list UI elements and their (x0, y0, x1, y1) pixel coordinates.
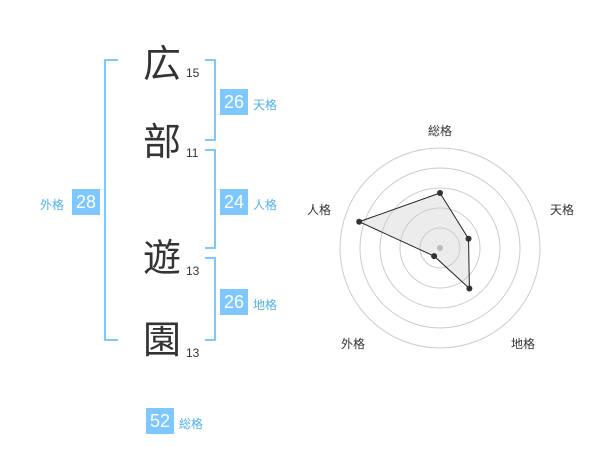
name-char-3: 遊 (142, 236, 181, 280)
gaikaku-label: 外格 (40, 198, 65, 212)
radar-point-5 (356, 218, 363, 225)
gaikaku-bracket (104, 59, 118, 341)
radar-ring (399, 207, 481, 289)
tenkaku-value: 26 (220, 89, 248, 115)
radar-point-4 (431, 253, 438, 260)
jinkaku-label: 人格 (253, 198, 278, 212)
radar-ring (339, 147, 541, 349)
soukaku-value: 52 (146, 408, 174, 434)
radar-area (357, 192, 470, 290)
radar-center (437, 245, 443, 251)
radar-axis-soukaku: 総格 (428, 124, 453, 138)
name-char-2: 部 (142, 120, 181, 164)
jinkaku-value: 24 (220, 189, 248, 215)
radar-point-3 (466, 285, 473, 292)
name-char-4: 園 (142, 318, 181, 362)
stroke-count-1: 15 (186, 66, 200, 80)
radar-ring (359, 167, 521, 329)
jinkaku-bracket (205, 149, 216, 249)
radar-ring (419, 227, 461, 269)
stroke-count-4: 13 (186, 346, 200, 360)
soukaku-label: 総格 (179, 417, 204, 431)
tenkaku-label: 天格 (253, 98, 278, 112)
tenkaku-bracket (205, 59, 216, 141)
stroke-count-2: 11 (186, 146, 199, 160)
gaikaku-value: 28 (72, 189, 100, 215)
radar-axis-jinkaku: 人格 (307, 203, 332, 217)
name-char-1: 広 (142, 42, 181, 86)
chikaku-value: 26 (220, 289, 248, 315)
chikaku-bracket (205, 257, 216, 341)
radar-point-1 (437, 190, 443, 196)
radar-axis-gaikaku: 外格 (341, 337, 366, 351)
radar-point-2 (465, 235, 472, 242)
stroke-count-3: 13 (186, 264, 200, 278)
radar-ring (379, 187, 501, 309)
radar-axis-chikaku: 地格 (511, 337, 536, 351)
radar-axis-tenkaku: 天格 (550, 203, 575, 217)
chikaku-label: 地格 (253, 298, 278, 312)
